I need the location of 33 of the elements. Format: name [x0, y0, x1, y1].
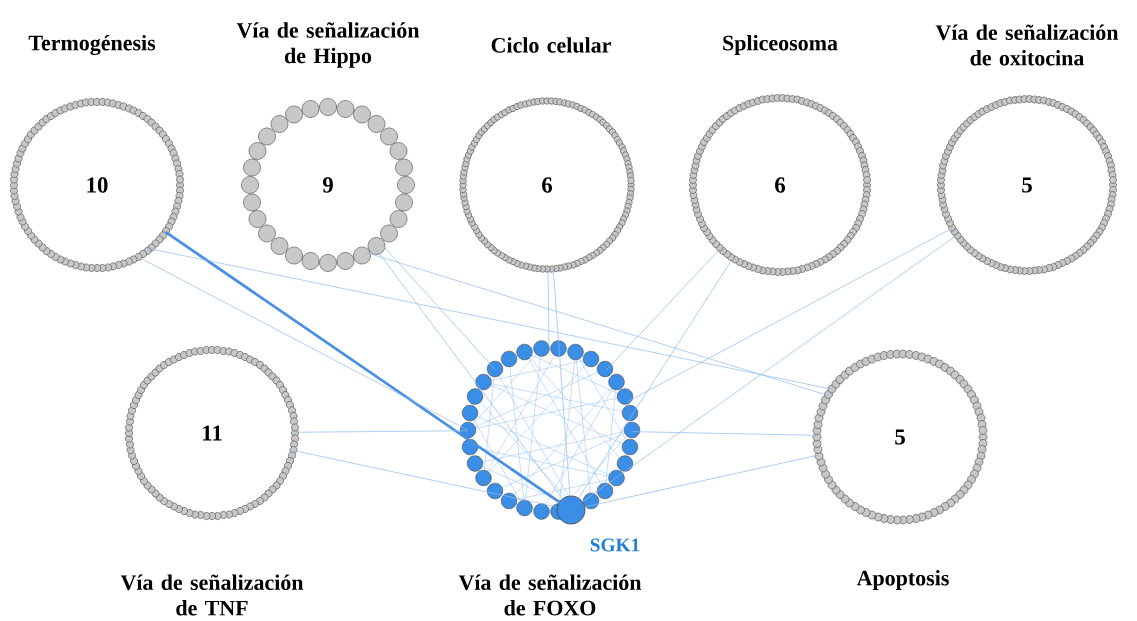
connection-line [150, 248, 833, 390]
pathway-title: Spliceosoma [723, 35, 838, 55]
node-label: SGK1 [590, 538, 640, 552]
connection-line [295, 430, 469, 433]
connection-line [632, 431, 818, 436]
gene-count: 11 [203, 425, 222, 441]
connection-line [380, 242, 496, 370]
hub-gene-node: SGK1 [556, 495, 640, 552]
pathway-title: Termogénesis [28, 34, 156, 56]
connection-line [547, 268, 550, 348]
pathway-title: Vía de señalización de TNF [120, 574, 304, 616]
connection-line [582, 234, 958, 502]
pathway-title: Apoptosis [856, 570, 949, 590]
gene-count: 10 [87, 177, 108, 193]
connection-line [627, 227, 953, 403]
connection-line [584, 454, 819, 508]
gene-count: 9 [322, 177, 333, 193]
gene-count: 5 [895, 429, 905, 445]
connection-line [164, 230, 560, 503]
connection-line [552, 268, 571, 496]
connection-line [366, 252, 829, 396]
pathway-title: Vía de señalización de oxitocina [935, 24, 1119, 66]
connection-line [293, 450, 558, 508]
gene-count: 6 [775, 177, 786, 193]
pathway-title: Ciclo celular [491, 37, 611, 53]
connection-line [578, 258, 734, 499]
gene-count: 6 [542, 177, 553, 193]
connection-line [606, 248, 721, 371]
connection-line [374, 247, 563, 499]
pathway-title: Vía de señalización de FOXO [458, 574, 642, 616]
connection-line [138, 256, 468, 431]
pathway-title: Vía de señalización de Hippo [236, 22, 420, 68]
gene-count: 5 [1022, 177, 1032, 193]
